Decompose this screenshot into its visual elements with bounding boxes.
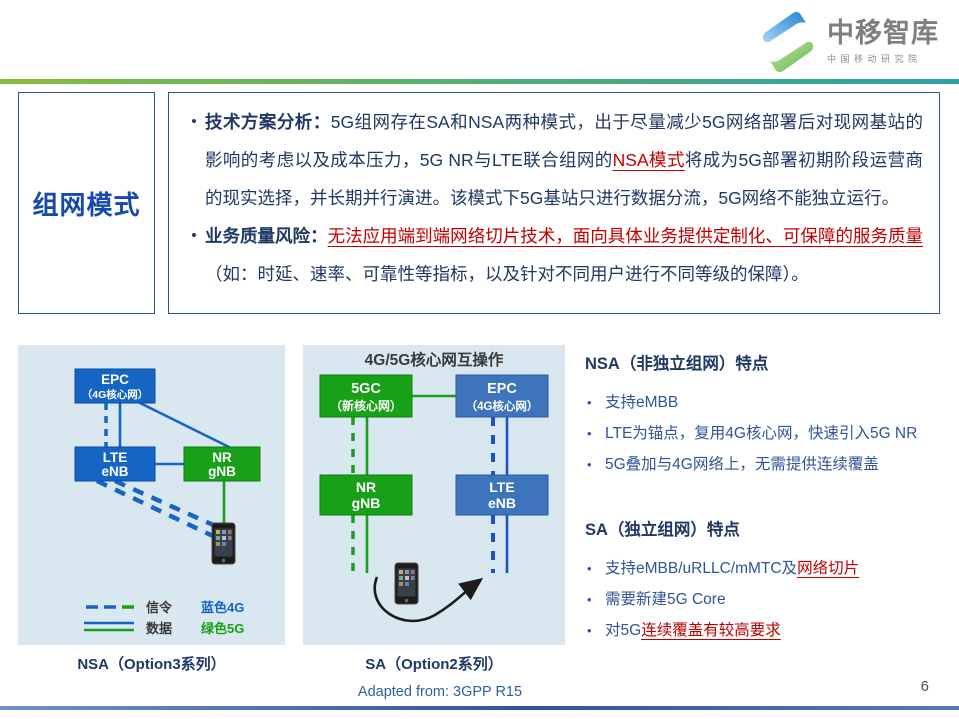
- sa-diagram-panel: 4G/5G核心网互操作 5GC （新核心网） EPC （4G核心网） NR gN…: [303, 345, 565, 645]
- lte-ue-signaling-line-2: [114, 478, 221, 531]
- bullet-icon: •: [191, 113, 197, 130]
- svg-text:5GC: 5GC: [351, 381, 381, 397]
- legend-blue4g-label: 蓝色4G: [201, 600, 244, 615]
- nsa-features-title: NSA（非独立组网）特点: [585, 355, 769, 373]
- epc-node: EPC （4G核心网）: [74, 368, 156, 404]
- top-divider: [0, 79, 959, 84]
- section-label: 组网模式: [32, 189, 141, 220]
- nsa-diagram: EPC （4G核心网） LTE eNB NR gNB: [74, 368, 261, 636]
- legend-green5g-label: 绿色5G: [201, 621, 244, 636]
- analysis-item-2-text: 业务质量风险：无法应用端到端网络切片技术，面向具体业务提供定制化、可保障的服务质…: [205, 217, 923, 293]
- sa-feature-3-pre: 对5G: [605, 622, 642, 639]
- svg-text:EPC: EPC: [487, 381, 517, 397]
- analysis-item-1-title: 技术方案分析: [205, 112, 313, 132]
- svg-text:LTE: LTE: [103, 450, 128, 465]
- svg-text:eNB: eNB: [488, 495, 516, 511]
- legend-data-label: 数据: [146, 621, 172, 636]
- analysis-item-1-text: 技术方案分析：5G组网存在SA和NSA两种模式，出于尽量减少5G网络部署后对现网…: [205, 103, 923, 217]
- china-mobile-thinktank-logo-icon: [762, 11, 814, 73]
- analysis-item-2-highlight: 无法应用端到端网络切片技术，面向具体业务提供定制化、可保障的服务质量: [327, 226, 924, 246]
- logo: 中移智库 中国移动研究院: [755, 8, 945, 76]
- nsa-features: NSA（非独立组网）特点 • 支持eMBB • LTE为锚点，复用4G核心网，快…: [585, 350, 957, 480]
- page-number: 6: [920, 678, 929, 695]
- nr-gnb-node: NR gNB: [319, 474, 413, 516]
- bullet-icon: •: [587, 426, 592, 441]
- analysis-item-1-post: 将成为5G部署初期阶段运营商的现实选择，并长期并行演进。该模式下5G基站只进行数…: [205, 150, 923, 208]
- lte-ue-signaling-line-1: [96, 478, 216, 540]
- analysis-item-1: • 技术方案分析：5G组网存在SA和NSA两种模式，出于尽量减少5G网络部署后对…: [183, 103, 923, 217]
- svg-text:（4G核心网）: （4G核心网）: [82, 388, 149, 401]
- sa-feature-item: • 对5G连续覆盖有较高要求: [585, 615, 957, 646]
- sa-feature-2: 需要新建5G Core: [605, 591, 726, 608]
- sa-feature-3: 对5G连续覆盖有较高要求: [605, 615, 781, 646]
- svg-text:（4G核心网）: （4G核心网）: [466, 399, 539, 413]
- analysis-item-2-title: 业务质量风险: [205, 226, 311, 246]
- svg-text:EPC: EPC: [101, 372, 129, 387]
- analysis-item-2-post: （如：时延、速率、可靠性等指标，以及针对不同用户进行不同等级的保障）。: [205, 264, 809, 284]
- sa-diagram: 4G/5G核心网互操作 5GC （新核心网） EPC （4G核心网） NR gN…: [319, 350, 549, 623]
- analysis-item-1-pre: 5G组网存在SA和NSA两种模式，出于尽量减少5G网络部署后对现网基站的影响的考…: [205, 112, 924, 170]
- analysis-item-1-highlight: NSA模式: [612, 150, 685, 170]
- bullet-icon: •: [587, 457, 592, 472]
- bullet-icon: •: [587, 623, 592, 638]
- svg-text:NR: NR: [356, 479, 376, 495]
- source-note: Adapted from: 3GPP R15: [357, 684, 523, 700]
- sa-features: SA（独立组网）特点 • 支持eMBB/uRLLC/mMTC及网络切片 • 需要…: [585, 516, 957, 646]
- nsa-feature-1: 支持eMBB: [605, 394, 679, 411]
- sa-feature-3-highlight: 连续覆盖有较高要求: [641, 622, 781, 639]
- svg-text:gNB: gNB: [352, 495, 381, 511]
- sa-features-title: SA（独立组网）特点: [585, 521, 740, 539]
- sa-caption: SA（Option2系列）: [365, 656, 503, 673]
- ue-phone-icon: [211, 522, 236, 565]
- fgc-node: 5GC （新核心网）: [319, 374, 413, 418]
- bottom-divider: [0, 706, 959, 710]
- nsa-feature-2: LTE为锚点，复用4G核心网，快速引入5G NR: [605, 425, 918, 442]
- sa-feature-1: 支持eMBB/uRLLC/mMTC及网络切片: [605, 553, 859, 584]
- nsa-feature-3: 5G叠加与4G网络上，无需提供连续覆盖: [605, 456, 879, 473]
- analysis-item-2: • 业务质量风险：无法应用端到端网络切片技术，面向具体业务提供定制化、可保障的服…: [183, 217, 923, 293]
- logo-title: 中移智库: [827, 18, 939, 49]
- nsa-diagram-panel: EPC （4G核心网） LTE eNB NR gNB: [18, 345, 285, 645]
- bullet-icon: •: [587, 561, 592, 576]
- sa-feature-1-highlight: 网络切片: [797, 560, 860, 577]
- handover-arrow: [373, 576, 484, 623]
- legend: 信令 蓝色4G 数据 绿色5G: [84, 600, 244, 636]
- sa-diagram-title: 4G/5G核心网互操作: [365, 350, 504, 369]
- legend-signaling-label: 信令: [146, 600, 173, 615]
- bullet-icon: •: [191, 227, 197, 244]
- epc-node: EPC （4G核心网）: [455, 374, 549, 418]
- svg-text:（新核心网）: （新核心网）: [330, 398, 402, 413]
- nr-gnb-node: NR gNB: [183, 446, 261, 482]
- nsa-feature-item: • LTE为锚点，复用4G核心网，快速引入5G NR: [585, 418, 957, 449]
- logo-subtitle: 中国移动研究院: [827, 53, 922, 64]
- sa-feature-item: • 需要新建5G Core: [585, 584, 957, 615]
- bullet-icon: •: [587, 395, 592, 410]
- analysis-box: • 技术方案分析：5G组网存在SA和NSA两种模式，出于尽量减少5G网络部署后对…: [168, 92, 940, 314]
- sa-feature-1-pre: 支持eMBB/uRLLC/mMTC及: [605, 560, 798, 577]
- ue-phone-icon: [394, 562, 419, 605]
- nsa-feature-item: • 5G叠加与4G网络上，无需提供连续覆盖: [585, 449, 957, 480]
- bullet-icon: •: [587, 592, 592, 607]
- lte-enb-node: LTE eNB: [74, 446, 156, 482]
- nsa-caption: NSA（Option3系列）: [77, 656, 226, 673]
- nsa-feature-item: • 支持eMBB: [585, 387, 957, 418]
- svg-text:NR: NR: [212, 450, 232, 465]
- colon: ：: [312, 112, 331, 132]
- svg-text:eNB: eNB: [101, 464, 128, 479]
- svg-text:LTE: LTE: [489, 479, 514, 495]
- lte-enb-node: LTE eNB: [455, 474, 549, 516]
- colon: ：: [310, 226, 328, 246]
- section-label-box: 组网模式: [18, 92, 155, 314]
- epc-nr-line: [137, 400, 232, 450]
- svg-text:gNB: gNB: [208, 464, 236, 479]
- sa-feature-item: • 支持eMBB/uRLLC/mMTC及网络切片: [585, 553, 957, 584]
